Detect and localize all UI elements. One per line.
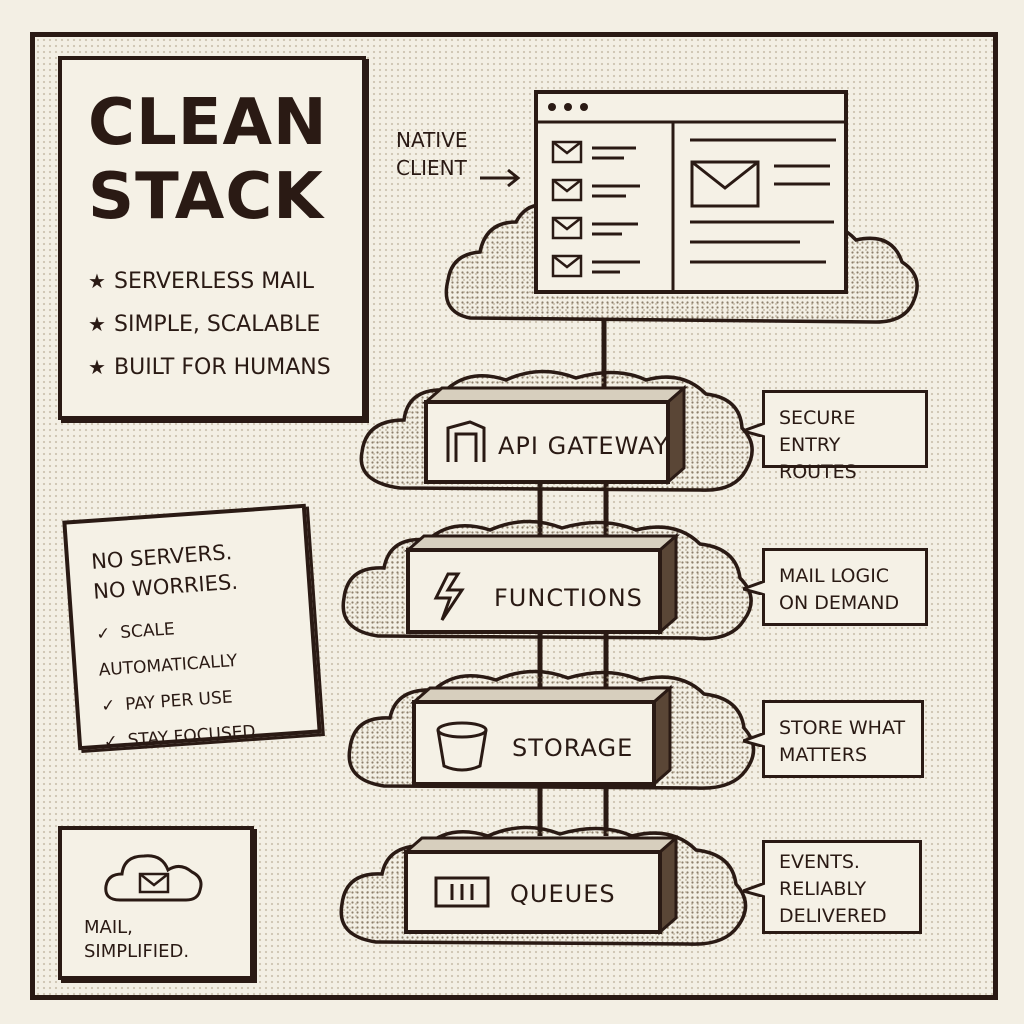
checklist-text: STAY FOCUSED [127,721,257,751]
feature-list: ★ SERVERLESS MAIL ★ SIMPLE, SCALABLE ★ BUIL… [88,260,362,389]
tagline-line-2: SIMPLIFIED. [84,941,190,962]
callout-line: ROUTES [779,461,857,483]
note-checklist: ✓SCALE AUTOMATICALLY ✓PAY PER USE ✓STAY … [95,602,319,761]
feature-item: ★ SIMPLE, SCALABLE [88,303,362,346]
callout-line: DELIVERED [779,905,887,927]
sticky-note: NO SERVERS. NO WORRIES. ✓SCALE AUTOMATIC… [62,503,322,752]
tagline-line-1: MAIL, [84,917,133,938]
check-icon: ✓ [103,731,119,753]
feature-item: ★ BUILT FOR HUMANS [88,346,362,389]
footer-card: MAIL, SIMPLIFIED. [58,826,254,980]
star-icon: ★ [88,312,106,336]
callout-queues: EVENTS. RELIABLY DELIVERED [743,840,922,934]
callout-api-gateway: SECURE ENTRY ROUTES [743,390,928,483]
note-heading: NO SERVERS. NO WORRIES. [90,532,308,607]
feature-text: BUILT FOR HUMANS [114,355,331,380]
callout-pointer [743,883,765,897]
title-line-1: CLEAN [88,86,328,160]
star-icon: ★ [88,355,106,379]
check-icon: ✓ [100,695,117,717]
tagline: MAIL, SIMPLIFIED. [84,916,189,964]
title-card: CLEAN STACK ★ SERVERLESS MAIL ★ SIMPLE, SC… [58,56,366,420]
checklist-text: PAY PER USE [124,687,234,715]
feature-text: SIMPLE, SCALABLE [114,312,321,337]
cloud-mail-icon [104,854,203,902]
callout-line: EVENTS. [779,851,860,873]
callout-functions: MAIL LOGIC ON DEMAND [743,548,928,626]
callout-pointer [743,581,765,595]
callout-pointer [743,423,765,437]
callout-line: SECURE ENTRY [779,407,856,456]
callout-line: STORE WHAT [779,717,906,739]
callout-line: MATTERS [779,744,868,766]
callout-line: MAIL LOGIC [779,565,890,587]
feature-text: SERVERLESS MAIL [114,269,315,294]
callout-pointer [743,733,765,747]
feature-item: ★ SERVERLESS MAIL [88,260,362,303]
check-icon: ✓ [95,623,112,645]
title-line-2: STACK [88,160,324,234]
callout-line: RELIABLY [779,878,867,900]
callout-line: ON DEMAND [779,592,900,614]
callout-storage: STORE WHAT MATTERS [743,700,924,778]
native-client-label: NATIVE CLIENT [396,126,468,182]
star-icon: ★ [88,269,106,293]
native-client-line-2: CLIENT [396,156,467,180]
native-client-line-1: NATIVE [396,128,468,152]
